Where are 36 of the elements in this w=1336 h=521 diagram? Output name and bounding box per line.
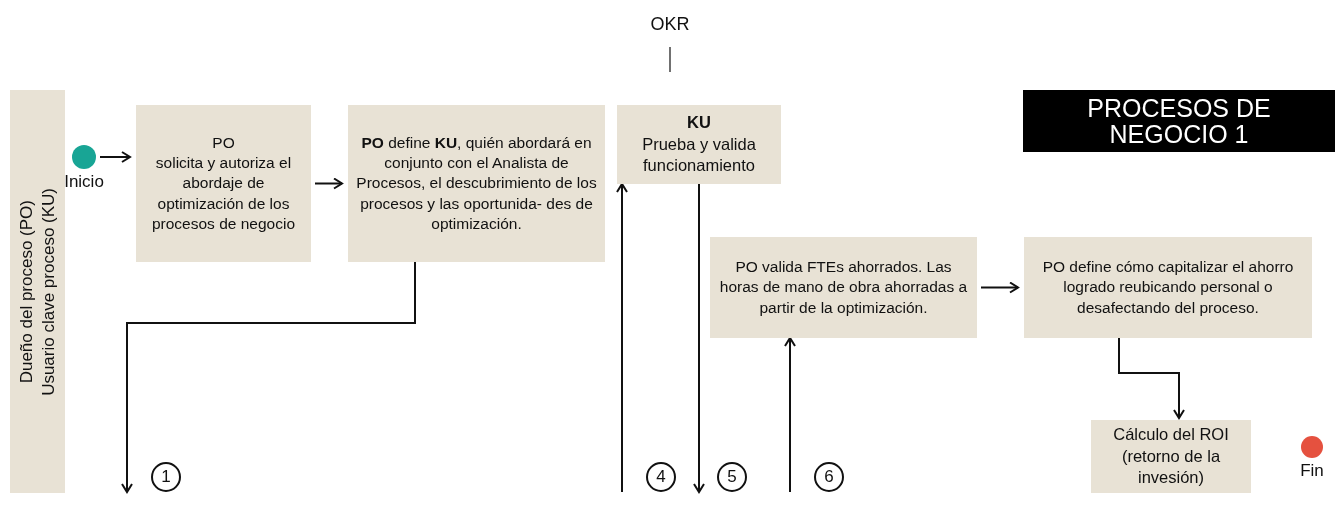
- step-text: Prueba y valida funcionamiento: [641, 133, 757, 177]
- connector-number-circle: [151, 462, 181, 492]
- start-label: Inicio: [63, 172, 105, 192]
- process-box: PO valida FTEs ahorrados. Las horas de mano de obra ahorradas a partir de la optimización.: [710, 237, 977, 338]
- connector-number-circle: [717, 462, 747, 492]
- lane-label: Usuario clave proceso (KU): [37, 187, 59, 396]
- process-box: [136, 105, 311, 262]
- arrow: [784, 337, 796, 493]
- arrow: [99, 151, 131, 163]
- step-number: 4: [656, 465, 666, 488]
- connector-number-circle: [646, 462, 676, 492]
- process-box: [617, 105, 781, 184]
- swimlane-band: [10, 90, 65, 493]
- role-heading: KU: [687, 112, 711, 134]
- arrow: [314, 177, 343, 190]
- connector-number-circle: [814, 462, 844, 492]
- arrow: [616, 183, 628, 493]
- process-box: PO define cómo capitalizar el ahorro logrado reubicando personal o desafectando del proceso.: [1024, 237, 1312, 338]
- arrow: [1118, 337, 1185, 419]
- section-banner: [1023, 90, 1335, 152]
- arrow: [980, 281, 1019, 294]
- end-circle: [1301, 436, 1323, 458]
- step-number: 1: [161, 465, 171, 488]
- arrow: [121, 261, 416, 493]
- section-title: PROCESOS DE NEGOCIO 1: [1086, 94, 1272, 148]
- okr-label: OKR: [649, 14, 691, 35]
- step-number: 5: [727, 465, 737, 488]
- process-box: PO define KU, quién abordará en conjunto con el Analista de Procesos, el descubrimiento de los procesos y las oportunida- des de optimización.: [348, 105, 605, 262]
- arrow: [693, 183, 705, 493]
- lane-label: Dueño del proceso (PO): [16, 199, 38, 384]
- start-circle: [72, 145, 96, 169]
- step-number: 6: [824, 465, 834, 488]
- role-heading: PO: [212, 133, 235, 154]
- end-label: Fin: [1299, 461, 1325, 481]
- step-text: solicita y autoriza el abordaje de optimización de los procesos de negocio: [150, 153, 296, 234]
- process-box: Cálculo del ROI (retorno de la invesión): [1091, 420, 1251, 493]
